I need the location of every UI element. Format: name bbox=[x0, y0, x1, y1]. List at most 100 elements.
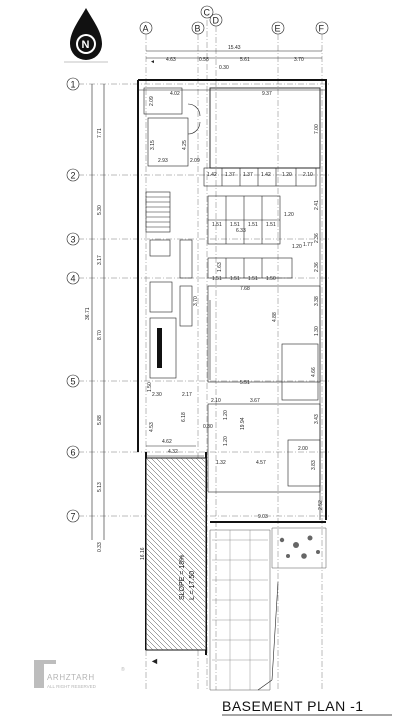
svg-text:A: A bbox=[143, 24, 149, 34]
svg-text:2.52: 2.52 bbox=[318, 500, 324, 510]
ramp-hatch-line bbox=[150, 457, 207, 514]
svg-text:1.32: 1.32 bbox=[216, 460, 226, 466]
ramp-hatch-line bbox=[175, 457, 207, 489]
axis-bubble-4: 4 bbox=[66, 271, 80, 285]
svg-text:6: 6 bbox=[71, 448, 76, 458]
svg-text:1.20: 1.20 bbox=[223, 436, 229, 446]
svg-text:1.77: 1.77 bbox=[303, 242, 313, 248]
svg-text:F: F bbox=[319, 24, 325, 34]
dim-left-bottom: 0.33 bbox=[97, 542, 103, 552]
top-room: 9.37 7.00 bbox=[209, 87, 321, 169]
ramp-hatch-line bbox=[145, 537, 207, 599]
ramp-hatch-line bbox=[145, 632, 164, 651]
svg-text:4.62: 4.62 bbox=[162, 439, 172, 445]
axis-bubble-6: 6 bbox=[66, 445, 80, 459]
company-logo: ARHZTARH ® ALL RIGHT RESERVED bbox=[34, 660, 125, 689]
svg-text:D: D bbox=[213, 16, 220, 26]
page-title: BASEMENT PLAN -1 bbox=[222, 698, 364, 714]
ramp-hatch-line bbox=[145, 582, 207, 644]
restroom-block: 1.42 1.37 1.37 1.42 1.20 2.10 1.51 1.51 … bbox=[203, 167, 320, 282]
axis-bubble-3: 3 bbox=[66, 232, 80, 246]
ramp-hatch-line bbox=[145, 557, 207, 619]
ramp-hatch-line bbox=[165, 457, 207, 499]
ramp-hatch-line bbox=[145, 607, 189, 651]
ramp-hatch-line bbox=[145, 627, 169, 651]
svg-text:5: 5 bbox=[71, 377, 76, 387]
ramp-hatch-line bbox=[145, 462, 207, 524]
svg-text:2.10: 2.10 bbox=[303, 172, 313, 178]
ramp-hatch-line bbox=[180, 457, 207, 484]
svg-text:1.51: 1.51 bbox=[248, 276, 258, 282]
ramp-hatch-line bbox=[185, 457, 207, 479]
lower-rooms: 3.67 2.10 1.20 1.20 19.94 3.43 2.00 3.83… bbox=[203, 398, 324, 520]
ramp-hatch-line bbox=[145, 532, 207, 594]
svg-text:1.20: 1.20 bbox=[284, 212, 294, 218]
ramp-length: L = 17.50 bbox=[189, 571, 196, 600]
svg-text:1.30: 1.30 bbox=[314, 326, 320, 336]
axis-bubble-2: 2 bbox=[66, 168, 80, 182]
ramp-hatch-line bbox=[145, 592, 204, 651]
svg-text:2.17: 2.17 bbox=[182, 392, 192, 398]
axis-bubble-5: 5 bbox=[66, 374, 80, 388]
svg-text:3.15: 3.15 bbox=[150, 140, 156, 150]
svg-text:7: 7 bbox=[71, 512, 76, 522]
svg-text:E: E bbox=[275, 24, 281, 34]
entry-plaza: ◄ bbox=[150, 527, 327, 691]
svg-text:1.51: 1.51 bbox=[212, 276, 222, 282]
logo-mark: ® bbox=[121, 666, 125, 673]
svg-text:3: 3 bbox=[71, 235, 76, 245]
svg-text:2.36: 2.36 bbox=[314, 233, 320, 243]
svg-text:4: 4 bbox=[71, 274, 76, 284]
ramp: SLOPE = 18% L = 17.50 16.16 bbox=[140, 457, 207, 651]
dim-left-4: 8.70 bbox=[97, 330, 103, 340]
plan-title: BASEMENT PLAN -1 bbox=[222, 698, 392, 716]
svg-text:1.42: 1.42 bbox=[261, 172, 271, 178]
ramp-hatch-line bbox=[145, 502, 207, 564]
svg-text:◄: ◄ bbox=[150, 59, 155, 65]
svg-text:C: C bbox=[204, 8, 211, 18]
ramp-hatch-line bbox=[145, 497, 207, 559]
ramp-hatch-line bbox=[145, 457, 207, 519]
svg-text:1.42: 1.42 bbox=[207, 172, 217, 178]
svg-text:2.09: 2.09 bbox=[149, 96, 155, 106]
logo-tagline: ALL RIGHT RESERVED bbox=[47, 684, 97, 689]
ramp-hatch-line bbox=[145, 562, 207, 624]
ramp-hatch-line bbox=[145, 522, 207, 584]
north-arrow-icon: N bbox=[64, 8, 108, 63]
ramp-hatch-line bbox=[145, 587, 207, 649]
ramp-hatch-line bbox=[145, 482, 207, 544]
svg-text:2.41: 2.41 bbox=[314, 200, 320, 210]
axis-bubble-e: E bbox=[271, 21, 285, 35]
ramp-hatch-line bbox=[145, 617, 179, 651]
ramp-slope: SLOPE = 18% bbox=[179, 555, 186, 600]
svg-text:1.50: 1.50 bbox=[147, 382, 153, 392]
svg-text:4.66: 4.66 bbox=[311, 367, 317, 377]
svg-text:3.38: 3.38 bbox=[314, 296, 320, 306]
svg-text:1.20: 1.20 bbox=[282, 172, 292, 178]
svg-text:4.57: 4.57 bbox=[256, 460, 266, 466]
ramp-hatch-line bbox=[145, 552, 207, 614]
svg-text:B: B bbox=[195, 24, 201, 34]
svg-text:4.02: 4.02 bbox=[170, 91, 180, 97]
svg-text:1.51: 1.51 bbox=[248, 222, 258, 228]
dim-small: 0.30 bbox=[219, 65, 229, 71]
svg-text:6.33: 6.33 bbox=[236, 228, 246, 234]
svg-text:2.10: 2.10 bbox=[211, 398, 221, 404]
svg-text:3.83: 3.83 bbox=[311, 460, 317, 470]
svg-text:4.53: 4.53 bbox=[149, 422, 155, 432]
svg-text:7.68: 7.68 bbox=[240, 286, 250, 292]
ramp-hatch-line bbox=[145, 487, 207, 549]
left-lower-labels: 4.53 6.18 4.62 4.32 2.30 2.17 1.50 bbox=[146, 382, 204, 457]
svg-text:1.20: 1.20 bbox=[292, 244, 302, 250]
svg-text:0.80: 0.80 bbox=[203, 424, 213, 430]
ramp-hatch-line bbox=[145, 507, 207, 569]
ramp-hatch-line bbox=[200, 457, 207, 464]
ramp-hatch-line bbox=[160, 457, 207, 504]
ramp-hatch-line bbox=[145, 647, 149, 651]
top-dimension-chain: 15.43 4.63 0.58 5.61 3.70 0.30 ◄ bbox=[146, 45, 322, 71]
ramp-hatch-line bbox=[145, 637, 159, 651]
svg-text:2.00: 2.00 bbox=[298, 446, 308, 452]
svg-text:9.03: 9.03 bbox=[258, 514, 268, 520]
svg-text:2.09: 2.09 bbox=[190, 158, 200, 164]
